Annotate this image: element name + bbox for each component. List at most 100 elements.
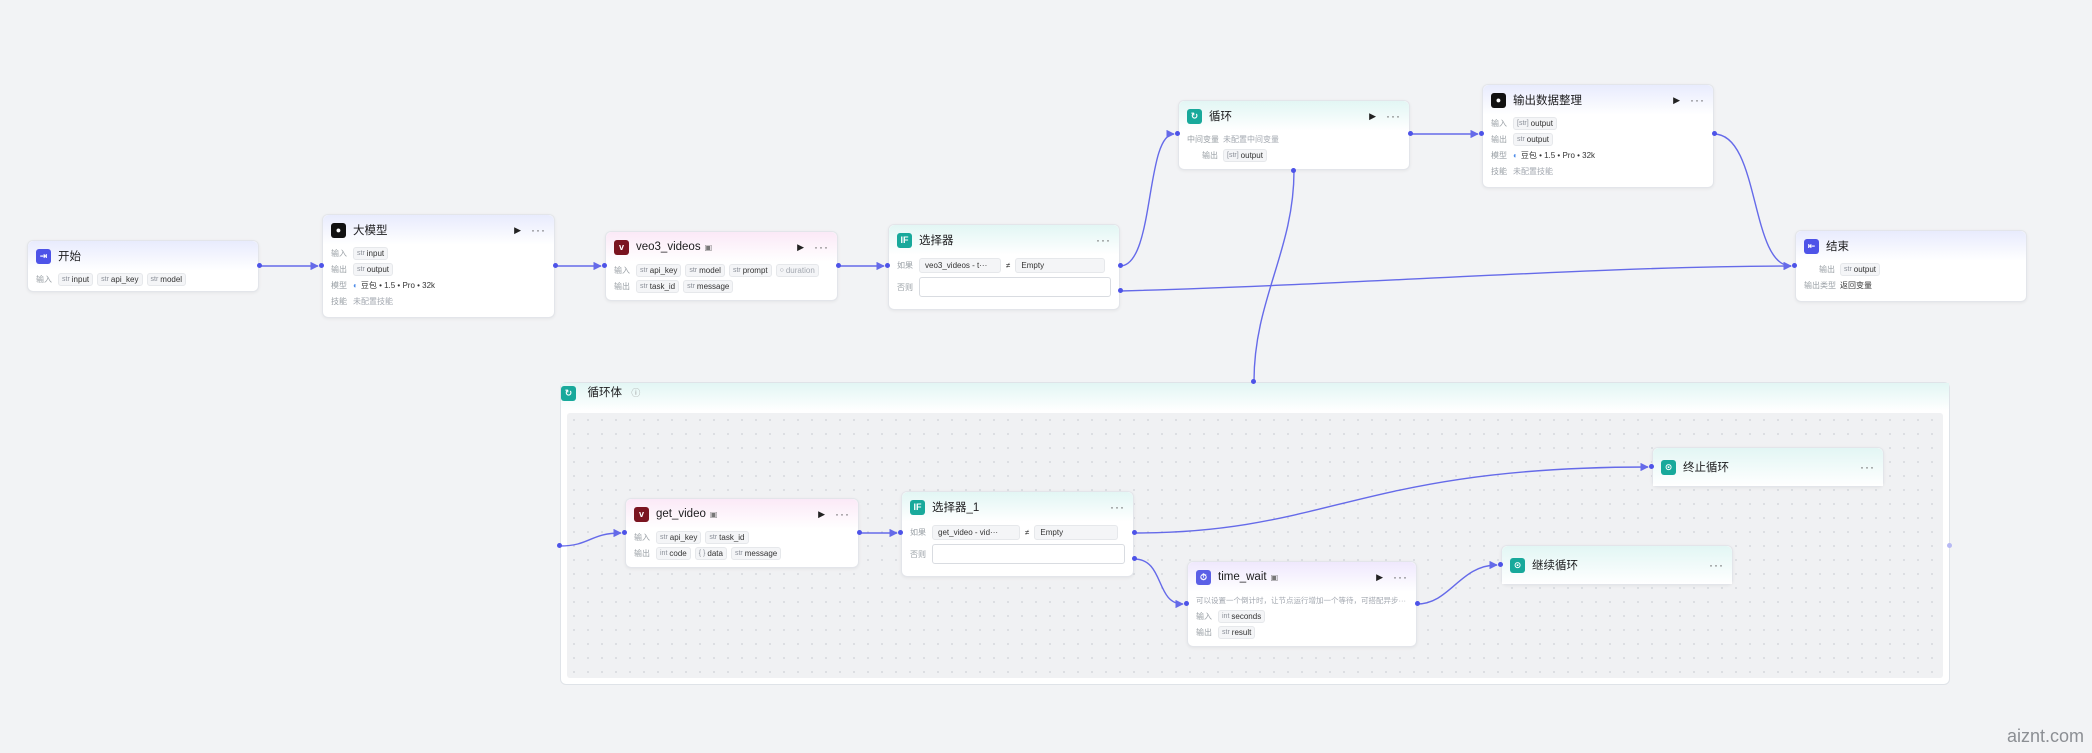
- run-icon[interactable]: ▶: [797, 241, 804, 252]
- more-icon[interactable]: ···: [1860, 460, 1875, 474]
- if-icon: IF: [910, 499, 925, 515]
- if-port[interactable]: [1118, 263, 1123, 268]
- node-title: 选择器_1: [932, 502, 980, 514]
- node-continue-loop[interactable]: ⊙ 继续循环 ···: [1501, 545, 1733, 585]
- input-port[interactable]: [602, 263, 607, 268]
- condition-variable[interactable]: veo3_videos - t···: [919, 257, 1001, 273]
- loop-body-start-port[interactable]: [557, 543, 562, 548]
- loop-body-end-port[interactable]: [1947, 543, 1952, 548]
- more-icon[interactable]: ···: [1096, 233, 1111, 247]
- input-port[interactable]: [1479, 131, 1484, 136]
- if-icon: IF: [897, 232, 912, 248]
- else-port[interactable]: [1132, 556, 1137, 561]
- run-icon[interactable]: ▶: [818, 508, 825, 519]
- input-port[interactable]: [1792, 263, 1797, 268]
- node-selector-1[interactable]: IF 选择器_1 ··· 如果 get_video - vid··· ≠ Emp…: [901, 491, 1134, 577]
- more-icon[interactable]: ···: [531, 223, 546, 237]
- more-icon[interactable]: ···: [1690, 93, 1705, 107]
- param-tag: [str]output: [1223, 148, 1267, 162]
- timer-icon: ⏱: [1196, 569, 1211, 585]
- input-port[interactable]: [885, 263, 890, 268]
- input-port[interactable]: [319, 263, 324, 268]
- loop-body-port[interactable]: [1291, 168, 1296, 173]
- more-icon[interactable]: ···: [814, 240, 829, 254]
- node-title: 终止循环: [1683, 462, 1729, 474]
- loop-body-port[interactable]: [1251, 379, 1256, 384]
- output-port[interactable]: [836, 263, 841, 268]
- skill-value: 未配置技能: [353, 296, 393, 306]
- run-icon[interactable]: ▶: [1376, 571, 1383, 582]
- node-title: 输出数据整理: [1513, 95, 1582, 107]
- else-port[interactable]: [1118, 288, 1123, 293]
- input-port[interactable]: [1498, 562, 1503, 567]
- run-icon[interactable]: ▶: [514, 224, 521, 235]
- node-loop[interactable]: ↻ 循环 ▶··· 中间变量 未配置中间变量 输出 [str]output: [1178, 100, 1410, 170]
- node-selector[interactable]: IF 选择器 ··· 如果 veo3_videos - t··· ≠ Empty…: [888, 224, 1120, 310]
- output-port[interactable]: [257, 263, 262, 268]
- param-tag: [str]output: [1513, 116, 1557, 130]
- param-tag: ○duration: [775, 263, 819, 277]
- loop-body-title: 循环体: [587, 387, 622, 399]
- condition-operator[interactable]: ≠: [1006, 260, 1011, 270]
- stop-loop-icon: ⊙: [1661, 459, 1676, 475]
- output-port[interactable]: [1408, 131, 1413, 136]
- else-branch: [919, 277, 1111, 297]
- version-icon: ▣: [709, 509, 718, 519]
- if-port[interactable]: [1132, 530, 1137, 535]
- output-port[interactable]: [1712, 131, 1717, 136]
- node-title: time_wait: [1218, 571, 1267, 583]
- condition-value[interactable]: Empty: [1034, 524, 1119, 540]
- output-port[interactable]: [1415, 601, 1420, 606]
- input-port[interactable]: [1175, 131, 1180, 136]
- param-tag: { }data: [694, 546, 727, 560]
- end-icon: ⇤: [1804, 238, 1819, 254]
- node-title: 开始: [58, 251, 81, 263]
- edge-loop-body: [1253, 170, 1295, 382]
- node-title: 继续循环: [1532, 560, 1578, 572]
- condition-value[interactable]: Empty: [1015, 257, 1106, 273]
- input-port[interactable]: [1649, 464, 1654, 469]
- run-icon[interactable]: ▶: [1673, 94, 1680, 105]
- output-port[interactable]: [553, 263, 558, 268]
- node-title: get_video: [656, 508, 706, 520]
- more-icon[interactable]: ···: [835, 507, 850, 521]
- more-icon[interactable]: ···: [1393, 570, 1408, 584]
- condition-operator[interactable]: ≠: [1025, 527, 1030, 537]
- version-icon: ▣: [704, 242, 713, 252]
- node-time-wait[interactable]: ⏱ time_wait ▣ ▶··· 可以设置一个倒计时，让节点运行增加一个等待…: [1187, 561, 1417, 647]
- continue-loop-icon: ⊙: [1510, 557, 1525, 573]
- mid-variable-value: 未配置中间变量: [1223, 134, 1279, 144]
- llm-icon: ●: [331, 222, 346, 238]
- more-icon[interactable]: ···: [1709, 558, 1724, 572]
- info-icon[interactable]: ⓘ: [631, 388, 641, 398]
- node-stop-loop[interactable]: ⊙ 终止循环 ···: [1652, 447, 1884, 487]
- run-icon[interactable]: ▶: [1369, 110, 1376, 121]
- condition-variable[interactable]: get_video - vid···: [932, 524, 1020, 540]
- input-port[interactable]: [1184, 601, 1189, 606]
- edge-organize-end: [1713, 133, 1792, 271]
- more-icon[interactable]: ···: [1110, 500, 1125, 514]
- doubao-icon: ◐: [353, 280, 358, 290]
- output-port[interactable]: [857, 530, 862, 535]
- more-icon[interactable]: ···: [1386, 109, 1401, 123]
- model-name: 豆包 • 1.5 • Pro • 32k: [1520, 150, 1596, 160]
- input-port[interactable]: [622, 530, 627, 535]
- input-port[interactable]: [898, 530, 903, 535]
